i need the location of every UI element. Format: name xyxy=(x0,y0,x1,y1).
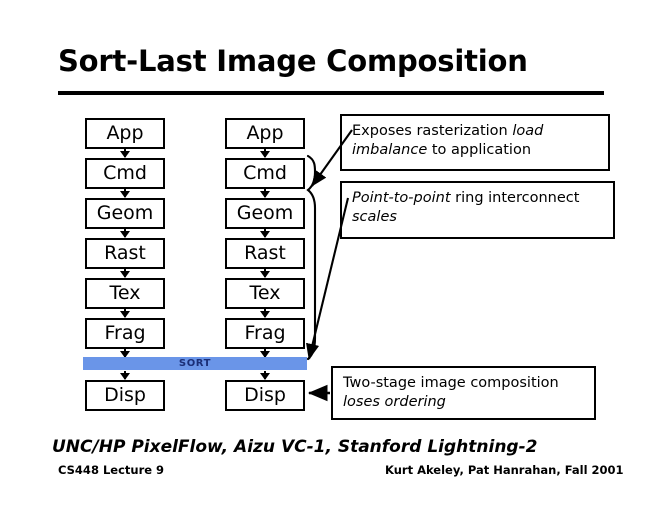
right-arrow-geom-rast xyxy=(260,229,270,238)
callout-load-imbalance: Exposes rasterization load imbalance to … xyxy=(340,114,610,171)
left-arrow-tex-frag xyxy=(120,309,130,318)
right-stage-geom: Geom xyxy=(225,198,305,229)
callout-line-1: Point-to-point ring interconnect xyxy=(352,189,604,208)
callout-text-plain: Exposes rasterization xyxy=(352,123,513,139)
left-stage-disp: Disp xyxy=(85,380,165,411)
sort-bar-label: SORT xyxy=(178,358,212,369)
stage-label: Disp xyxy=(104,383,146,406)
stage-label: Geom xyxy=(236,201,294,224)
stage-label: Tex xyxy=(249,281,281,304)
callout-text-plain: ring interconnect xyxy=(450,190,580,206)
sort-bar: SORT xyxy=(83,357,307,370)
left-arrow-sort-disp xyxy=(120,371,130,380)
page-title: Sort-Last Image Composition xyxy=(58,44,528,78)
callout-line-2: loses ordering xyxy=(343,393,585,412)
stage-label: Frag xyxy=(104,321,146,344)
callout-line-2: imbalance to application xyxy=(352,141,599,160)
slide-caption: UNC/HP PixelFlow, Aizu VC-1, Stanford Li… xyxy=(52,437,538,457)
footer-course: CS448 Lecture 9 xyxy=(58,463,165,477)
callout-text-italic: scales xyxy=(352,209,397,226)
right-stage-app: App xyxy=(225,118,305,149)
callout-ring-interconnect: Point-to-point ring interconnect scales xyxy=(340,181,615,239)
stage-label: Tex xyxy=(109,281,141,304)
callout-text-italic: imbalance xyxy=(352,142,428,159)
left-arrow-frag-sort xyxy=(120,349,130,358)
stage-label: App xyxy=(106,121,144,144)
right-arrow-sort-disp xyxy=(260,371,270,380)
stage-label: Cmd xyxy=(103,161,147,184)
callout-text-plain: Two-stage image composition xyxy=(343,375,559,391)
left-stage-cmd: Cmd xyxy=(85,158,165,189)
stage-label: Rast xyxy=(244,241,286,264)
left-arrow-rast-tex xyxy=(120,269,130,278)
right-stage-rast: Rast xyxy=(225,238,305,269)
stage-label: App xyxy=(246,121,284,144)
right-arrow-app-cmd xyxy=(260,149,270,158)
stage-label: Rast xyxy=(104,241,146,264)
stage-label: Disp xyxy=(244,383,286,406)
left-stage-app: App xyxy=(85,118,165,149)
left-stage-rast: Rast xyxy=(85,238,165,269)
left-arrow-app-cmd xyxy=(120,149,130,158)
right-stage-tex: Tex xyxy=(225,278,305,309)
stage-label: Geom xyxy=(96,201,154,224)
left-arrow-cmd-geom xyxy=(120,189,130,198)
left-arrow-geom-rast xyxy=(120,229,130,238)
brace-connector xyxy=(306,154,317,361)
right-stage-frag: Frag xyxy=(225,318,305,349)
right-arrow-frag-sort xyxy=(260,349,270,358)
callout-line-1: Exposes rasterization load xyxy=(352,122,599,141)
stage-label: Frag xyxy=(244,321,286,344)
callout-text-italic: load xyxy=(512,123,544,139)
right-stage-disp: Disp xyxy=(225,380,305,411)
right-stage-cmd: Cmd xyxy=(225,158,305,189)
callout-text-italic: Point-to-point xyxy=(352,190,451,206)
callout-line-1: Two-stage image composition xyxy=(343,374,585,393)
left-stage-frag: Frag xyxy=(85,318,165,349)
left-stage-geom: Geom xyxy=(85,198,165,229)
right-arrow-cmd-geom xyxy=(260,189,270,198)
right-arrow-rast-tex xyxy=(260,269,270,278)
callout-text-italic: loses ordering xyxy=(343,394,446,411)
left-stage-tex: Tex xyxy=(85,278,165,309)
callout-two-stage: Two-stage image composition loses orderi… xyxy=(331,366,596,420)
callout-text-plain: to application xyxy=(427,142,532,159)
footer-authors: Kurt Akeley, Pat Hanrahan, Fall 2001 xyxy=(385,463,624,477)
title-divider xyxy=(58,91,604,95)
callout-line-2: scales xyxy=(352,208,604,227)
right-arrow-tex-frag xyxy=(260,309,270,318)
stage-label: Cmd xyxy=(243,161,287,184)
